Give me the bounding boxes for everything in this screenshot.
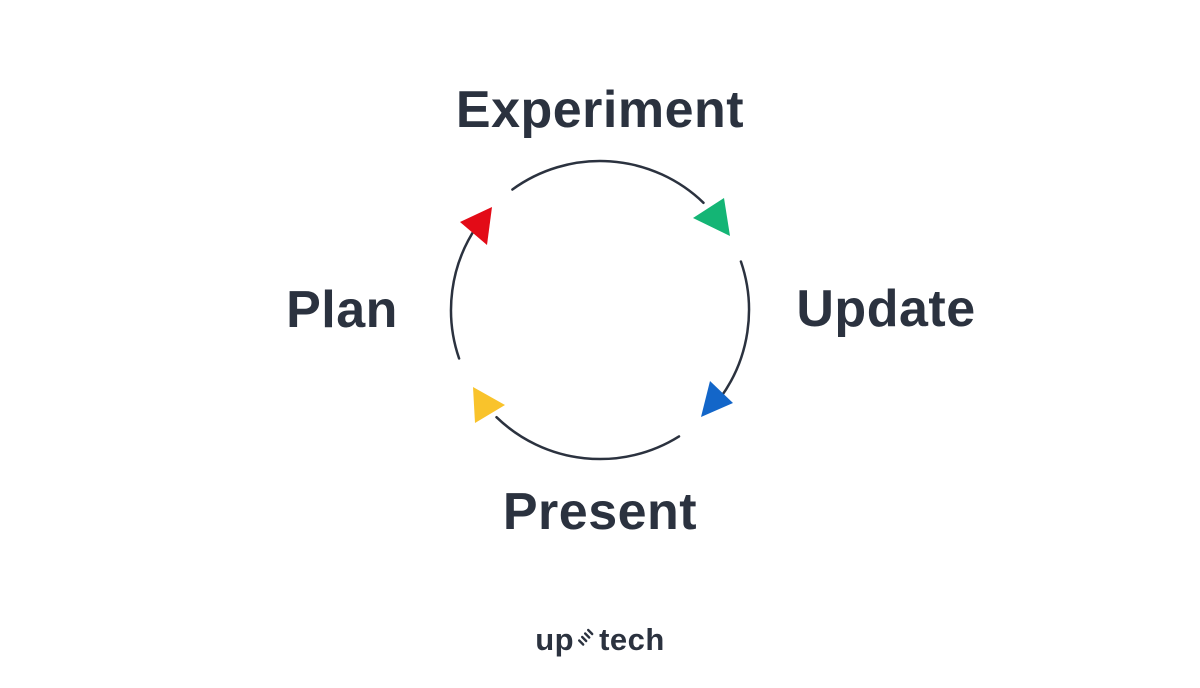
arrowhead-bottom-right-icon [701, 381, 733, 417]
uptech-logo: up tech [535, 622, 665, 658]
arrowhead-top-right-icon [693, 198, 730, 236]
arc-bottom [495, 415, 681, 461]
step-label-present: Present [502, 483, 698, 541]
step-label-experiment: Experiment [455, 81, 745, 139]
step-label-update: Update [796, 280, 976, 338]
uptech-logo-text-right: tech [599, 622, 665, 657]
arc-right [719, 260, 751, 399]
springboard-icon [577, 628, 594, 646]
arc-left [449, 225, 478, 360]
step-label-plan: Plan [286, 281, 398, 339]
arc-top [511, 159, 705, 205]
uptech-logo-text-left: up [535, 622, 575, 657]
arrowhead-top-left-icon [460, 207, 492, 245]
arrowhead-bottom-left-icon [473, 387, 505, 423]
